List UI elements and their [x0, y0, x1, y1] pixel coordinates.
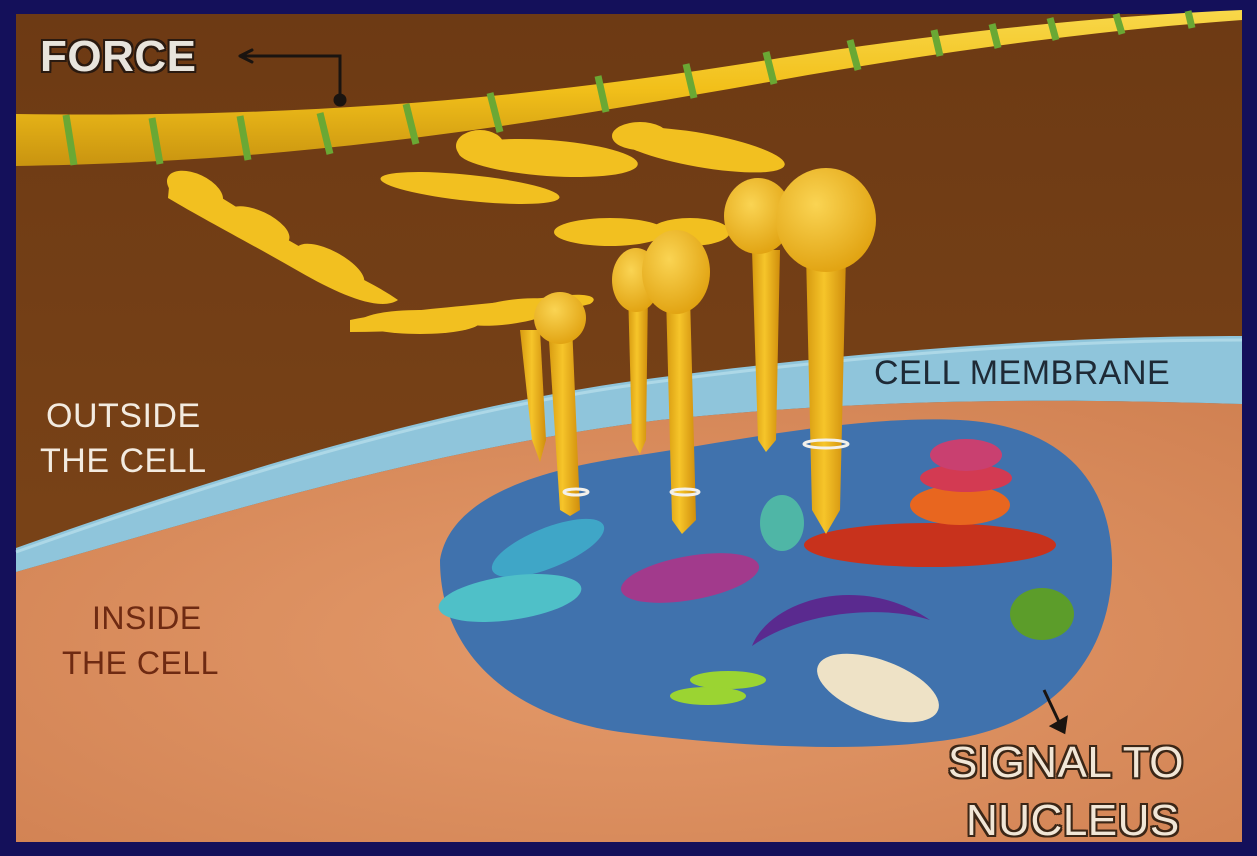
outside-cell-label-line1: OUTSIDE — [46, 397, 201, 436]
cell-membrane-label: CELL MEMBRANE — [874, 354, 1170, 393]
force-label: FORCE — [40, 32, 197, 82]
outside-cell-label-line2: THE CELL — [40, 442, 207, 481]
signal-to-nucleus-line2: NUCLEUS — [966, 796, 1180, 846]
signal-to-nucleus-line1: SIGNAL TO — [948, 738, 1184, 788]
inside-cell-label-line2: THE CELL — [62, 645, 219, 682]
inside-cell-label-line1: INSIDE — [92, 600, 202, 637]
